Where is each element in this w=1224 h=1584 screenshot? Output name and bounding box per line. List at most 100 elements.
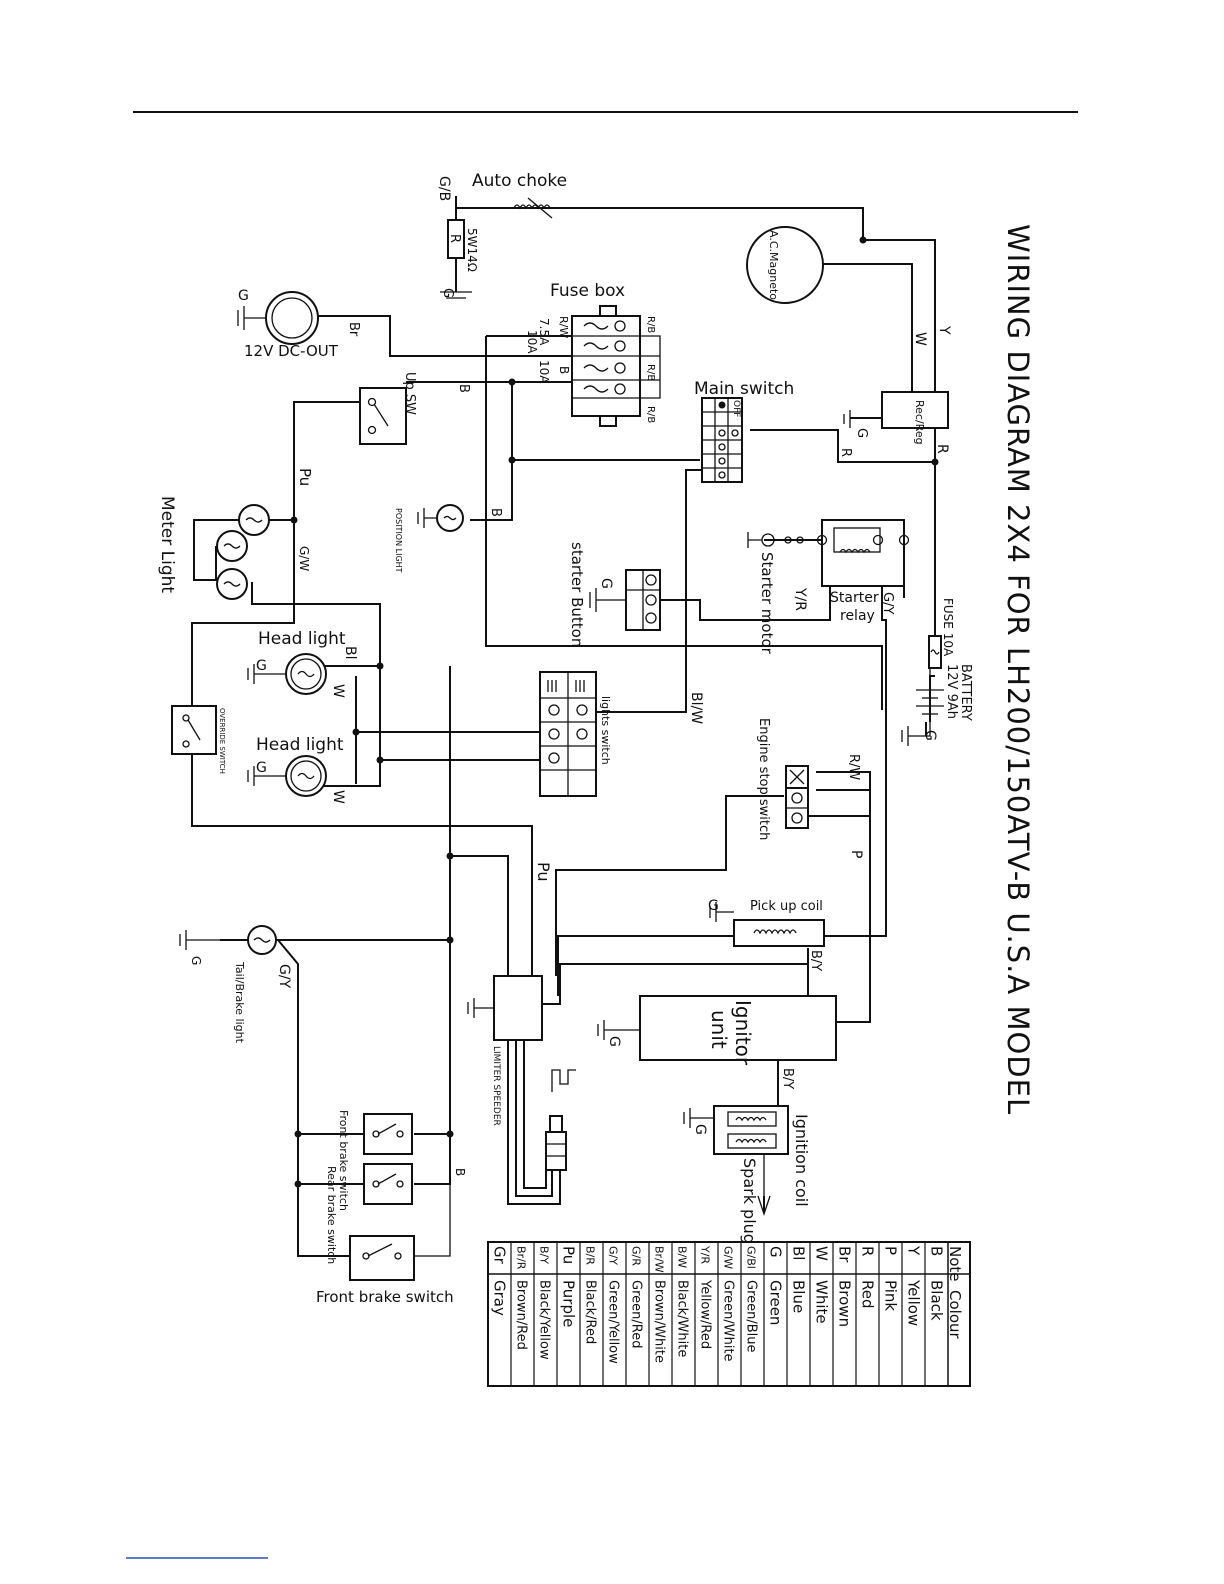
wire-b-brake-label: B [453,1168,467,1176]
resistor-rating: 5W14Ω [465,228,479,272]
override-switch: OVERRIDE SWITCH [171,705,226,774]
wire-gb-label: G/B [436,176,452,201]
wire-rb3-label: R/B [645,406,656,423]
legend-code: B/W [675,1246,688,1268]
main-switch-off: OFF [731,400,741,417]
legend-colour-name: Brown/Red [513,1280,528,1350]
junction-dots [290,236,939,1188]
legend-colour-name: Yellow/Red [697,1279,712,1349]
legend-grid [510,1242,949,1386]
auto-choke-label: Auto choke [472,171,567,191]
override-switch-label: OVERRIDE SWITCH [218,708,226,774]
head-light-label-2: Head light [256,735,344,755]
wire-pu-meter-label: Pu [296,468,314,486]
wire-y-mag-label: Y [936,325,952,335]
wire-by-ign-label: B/Y [780,1068,795,1089]
wire-g-batt-label: G [922,730,938,741]
legend-code: Gr [490,1246,508,1265]
fuse-75a-label: 7.5A [537,318,551,346]
head-light-upper: G Head light Bl W [247,629,358,698]
wire-g-reg-label: G [854,428,869,438]
legend-colour-name: Purple [559,1280,577,1327]
wire-g-tail-label: G [189,956,203,965]
fuse-10a-b-label: 10A [537,360,551,384]
legend-code: B/Y [537,1246,550,1264]
head-light-label-1: Head light [258,629,346,649]
wire-rb2-label: R/B [645,364,656,381]
legend-colour-name: Blue [789,1280,807,1313]
legend-code: Y [904,1245,922,1256]
ignition-coil: G Ignition coil Spark plug [683,1105,811,1244]
legend-code: Pu [559,1246,577,1264]
legend-colour-name: Green [766,1280,784,1325]
legend-code: Br/W [652,1246,665,1273]
legend-code: G/Bl [744,1246,757,1269]
legend-header-note: Note [946,1246,964,1282]
starter-button: G starter Button [568,542,661,647]
limiter-speeder-label: LIMITER SPEEDER [491,1046,501,1126]
wire-rb1-label: R/B [645,316,656,333]
legend-code: Br/R [514,1246,527,1270]
diagram-title: WIRING DIAGRAM 2X4 FOR LH200/150ATV-B U.… [1001,224,1035,1115]
legend-colour-name: Black/Red [582,1280,597,1344]
main-fuse-battery: FUSE 10A BATTERY 12V 9Ah G [901,598,973,746]
legend-colour-name: Pink [881,1280,899,1311]
meter-light-label: Meter Light [157,496,177,593]
legend-rows: BBlackYYellowPPinkRRedBrBrownWWhiteBlBlu… [490,1245,945,1364]
fuse-box: Fuse box 7.5A 10A 10A R/W B R/B R/B R/B [525,281,661,427]
legend-code: Bl [789,1246,807,1260]
legend-colour-name: Gray [490,1280,508,1316]
tail-brake-light: G Tail/Brake light G/Y [179,925,292,1044]
rear-brake-switch: Rear brake switch B [325,1163,467,1264]
wire-g-hl1-label: G [256,658,267,674]
legend-colour-name: Black [927,1280,945,1321]
starter-button-label: starter Button [568,542,586,647]
lights-switch: lights switch Bl/W [539,671,704,797]
front-brake-switch-b-label: Front brake switch [316,1288,454,1306]
battery-label-2: 12V 9Ah [944,664,959,719]
legend-colour-name: Black/Yellow [536,1280,551,1360]
engine-stop-label: Engine stop switch [756,718,771,840]
wire-r-reg-label: R [934,444,950,454]
up-sw-label: Up SW [402,372,417,415]
main-switch-label: Main switch [694,379,794,399]
wire-by-pickup-label: B/Y [808,950,823,971]
starter-relay-label-2: relay [840,608,875,624]
colour-legend: Note Colour BBlackYYellowPPinkRRedBrBrow… [487,1241,971,1387]
legend-colour-name: Yellow [904,1279,922,1326]
wire-r-main-label: R [838,448,853,457]
rear-brake-switch-label: Rear brake switch [325,1166,338,1264]
wires [191,196,936,1257]
fuse-main-label: FUSE 10A [941,598,955,657]
ac-magneto-label: A.C.Magneto [767,230,780,300]
wire-p-stop-label: P [848,850,864,858]
pick-up-coil-label: Pick up coil [750,899,823,914]
limiter-speeder: LIMITER SPEEDER [467,975,576,1171]
front-brake-switch-b: Front brake switch [316,1184,454,1306]
legend-code: R [858,1246,876,1256]
legend-frame [487,1241,971,1387]
ignition-coil-label: Ignition coil [792,1114,811,1207]
main-switch: OFF Main switch [694,379,794,483]
ignitor-label-2: unit [707,1010,731,1049]
wire-g-res-label: G [440,288,455,298]
head-light-lower: G Head light W [247,735,346,804]
legend-colour-name: Green/Red [628,1280,643,1348]
dc-out-label: 12V DC-OUT [244,342,339,360]
legend-code: B [927,1246,945,1256]
legend-code: W [812,1246,830,1261]
fuse-box-label: Fuse box [550,281,625,301]
legend-code: P [881,1246,899,1255]
legend-colour-name: White [812,1280,830,1324]
legend-code: G/Y [606,1246,619,1265]
legend-colour-name: Green/White [720,1280,735,1362]
wire-g-pickup-label: G [708,898,719,914]
resistor: R 5W14Ω G/B G [436,176,479,299]
legend-code: Y/R [698,1245,711,1264]
legend-code: G [766,1246,784,1258]
wire-blw-label: Bl/W [688,692,704,724]
engine-stop-switch: Engine stop switch R/W P Pu [534,718,864,882]
legend-code: Br [835,1246,853,1263]
